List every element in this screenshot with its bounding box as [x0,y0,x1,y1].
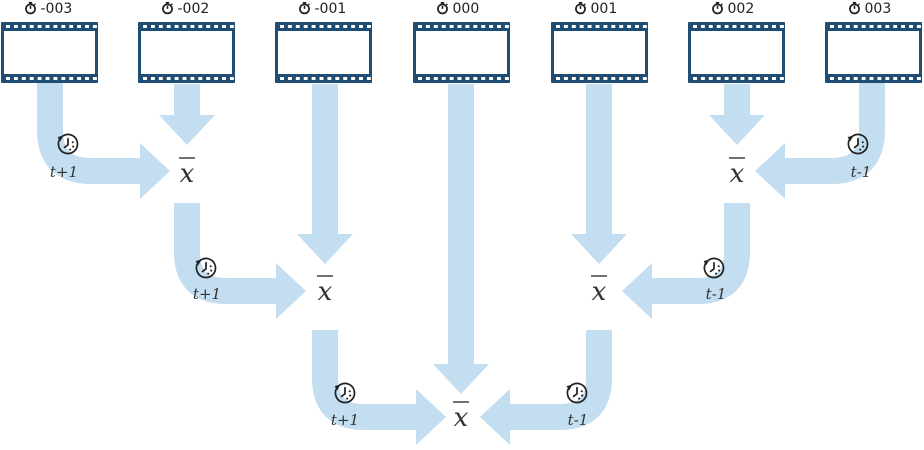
shift-label: t+1 [50,163,78,181]
arrow-f003-to-mean-left-1-shaft [37,82,142,184]
stopwatch-icon [25,1,37,15]
film-frame-003: 003 [825,1,922,83]
arrow-mean-right-1-to-right-2-shaft [648,203,750,304]
arrow-mean-right-2-to-final-shaft [508,330,612,430]
film-frame-001: 001 [551,1,648,83]
time-shift-forward-1: t+1 [193,257,221,303]
shift-label: t-1 [568,411,589,429]
x-bar-symbol: x [318,277,333,307]
frame-label: 002 [728,1,755,17]
arrow-f003-to-mean-left-1-head [140,143,170,199]
stopwatch-icon [437,1,449,15]
time-shift-forward-2: t+1 [331,382,359,429]
stopwatch-icon [849,1,861,15]
arrow-mean-right-2-to-final-head [480,389,510,445]
arrow-mean-left-1-to-left-2-shaft [174,203,280,304]
x-bar-symbol: x [592,277,607,307]
shift-label: t+1 [331,411,359,429]
stopwatch-icon [575,1,587,15]
arrow-f003-to-mean-right-1-shaft [783,82,885,184]
time-shift-backward-3: t-1 [846,133,872,181]
arrow-mean-left-1-to-left-2-head [276,263,306,319]
film-frame--001: -001 [275,1,372,83]
x-bar-symbol: x [454,403,469,433]
arrow-f003-to-mean-right-1-head [755,143,785,199]
mean-right-1: x [729,157,745,189]
arrow-mean-left-2-to-final-shaft [312,330,418,430]
film-frame-000: 000 [413,1,510,83]
time-shift-backward-5: t-1 [565,382,589,429]
mean-left-1: x [179,157,195,189]
frame-label: 003 [865,1,892,17]
time-shift-forward-0: t+1 [50,133,79,181]
arrow-f001-to-mean-right-2-head [571,234,627,264]
arrow-f000-to-mean-final-head [433,364,489,394]
frame-label: -003 [41,1,73,17]
film-frame--003: -003 [1,1,98,83]
film-frame-002: 002 [688,1,785,83]
arrow-mean-left-2-to-final-head [416,389,446,445]
shift-label: t-1 [851,163,872,181]
stopwatch-icon [712,1,724,15]
mean-right-2: x [591,275,607,307]
frame-label: 001 [591,1,618,17]
shift-label: t-1 [706,285,727,303]
arrow-f002-to-mean-left-1-head [159,115,215,145]
frame-label: 000 [453,1,480,17]
arrow-f001-to-mean-left-2-head [297,234,353,264]
stopwatch-icon [162,1,174,15]
arrow-f002-to-mean-right-1-head [709,115,765,145]
mean-final: x [453,401,469,433]
clock-rewind-icon [702,257,725,279]
stopwatch-icon [299,1,311,15]
arrow-mean-right-1-to-right-2-head [622,263,652,319]
x-bar-symbol: x [730,159,745,189]
x-bar-symbol: x [180,159,195,189]
film-frame--002: -002 [138,1,235,83]
frame-label: -001 [315,1,347,17]
time-shift-backward-4: t-1 [702,257,727,303]
frame-label: -002 [178,1,210,17]
shift-label: t+1 [193,285,221,303]
mean-left-2: x [317,275,333,307]
